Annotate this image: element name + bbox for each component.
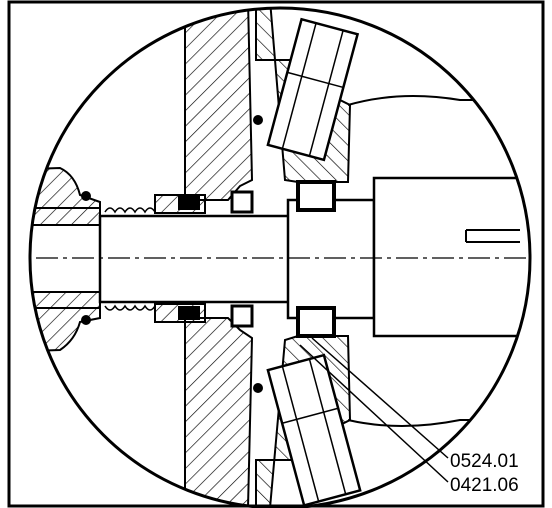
shaft-collar [286,198,376,320]
bolt-lower [266,353,362,507]
spring-upper [104,207,156,214]
bolt-upper [266,17,360,162]
outer-frame [7,0,545,508]
detail-circle [28,6,532,508]
lip-seal-lower [296,306,336,338]
shaft [98,214,294,304]
leader-line-0524-01 [311,337,449,459]
callout-label-0421-06: 0421.06 [450,475,519,496]
callout-label-0524-01: 0524.01 [450,451,519,472]
spring-lower [104,304,156,311]
center-plate-lower [184,317,254,508]
center-plate-upper [184,8,254,201]
leader-line-0421-06 [299,344,449,483]
lip-seal-upper [296,180,336,212]
